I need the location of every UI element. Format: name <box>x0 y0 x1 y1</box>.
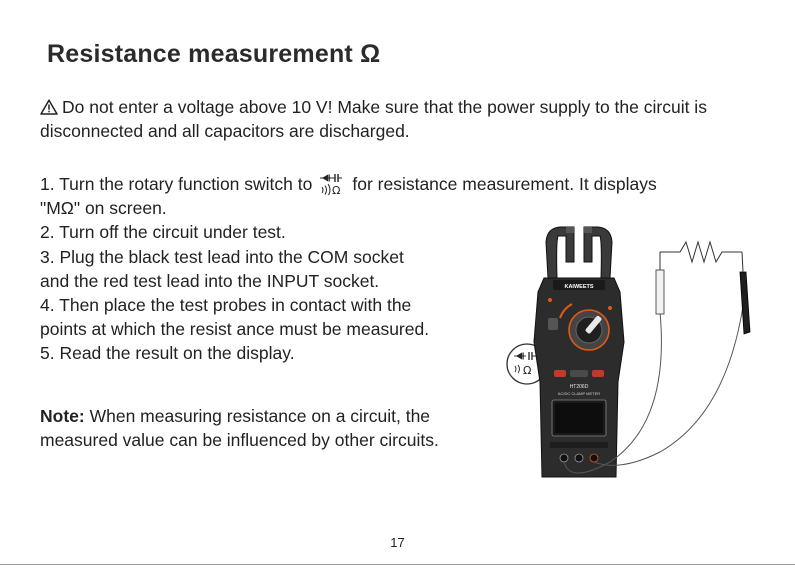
clamp-meter-drawing: Ω KAIWEETS HT206D <box>506 226 751 478</box>
page-title: Resistance measurement Ω <box>47 40 381 68</box>
meter-body: KAIWEETS HT206D AC/DC CLAMP METER <box>533 277 625 478</box>
black-test-probe <box>739 271 751 335</box>
resistor-symbol <box>660 240 742 264</box>
warning-triangle-icon <box>40 99 58 115</box>
step-4-line-2: points at which the resist ance must be … <box>40 319 430 340</box>
page-number: 17 <box>390 535 405 550</box>
clamp-jaws <box>545 226 613 279</box>
com-socket <box>559 453 569 463</box>
note-label: Note: <box>40 406 85 426</box>
step-4-line-1: 4. Then place the test probes in contact… <box>40 295 412 316</box>
input-socket <box>589 453 599 463</box>
callout-symbol: Ω <box>523 364 531 377</box>
red-test-probe <box>655 269 665 315</box>
step-1: 1. Turn the rotary function switch to Ω … <box>40 174 657 195</box>
test-leads <box>563 240 751 474</box>
note-text: When measuring resistance on a circuit, … <box>40 406 439 451</box>
note-paragraph: Note: When measuring resistance on a cir… <box>40 404 510 452</box>
steps-list: 1. Turn the rotary function switch to Ω … <box>40 172 780 366</box>
meter-model: HT206D <box>570 384 589 390</box>
meter-product: AC/DC CLAMP METER <box>558 391 600 396</box>
step-1-continued: "MΩ" on screen. <box>40 198 167 219</box>
step-3-line-2: and the red test lead into the INPUT soc… <box>40 270 380 291</box>
warning-text: Do not enter a voltage above 10 V! Make … <box>40 97 707 142</box>
svg-text:Ω: Ω <box>332 184 340 195</box>
bottom-divider <box>0 564 795 565</box>
clamp-meter-illustration: Ω KAIWEETS HT206D <box>500 222 790 484</box>
step-5: 5. Read the result on the display. <box>40 343 295 364</box>
step-2: 2. Turn off the circuit under test. <box>40 222 286 243</box>
warning-paragraph: Do not enter a voltage above 10 V! Make … <box>40 95 760 143</box>
meter-brand: KAIWEETS <box>564 284 593 290</box>
step-3-line-1: 3. Plug the black test lead into the COM… <box>40 246 404 267</box>
diode-continuity-resistance-icon: Ω <box>320 174 343 195</box>
